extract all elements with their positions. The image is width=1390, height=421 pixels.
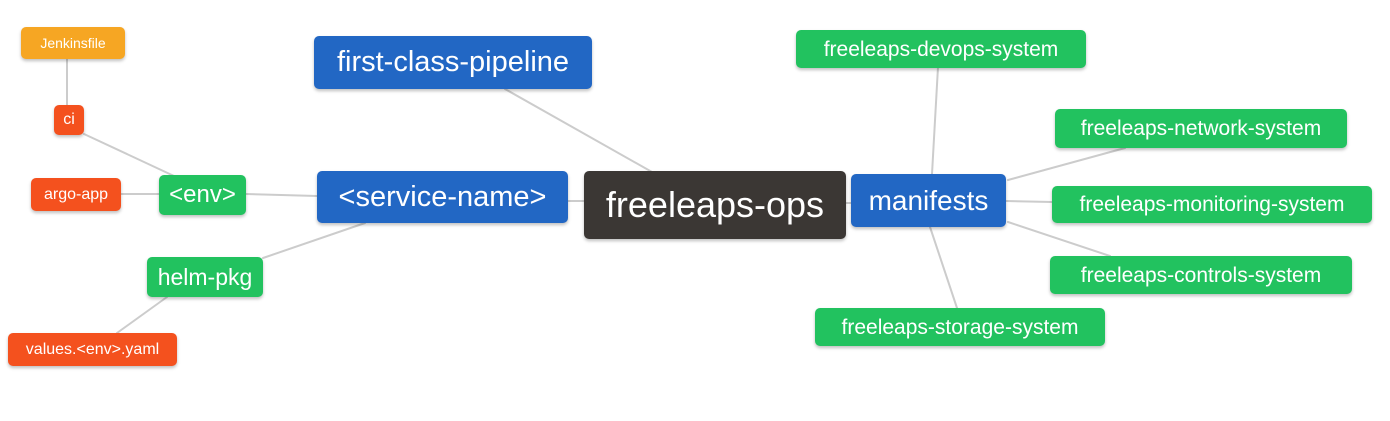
node-env[interactable]: <env> [159,175,246,215]
node-freeleaps-monitoring-system-label: freeleaps-monitoring-system [1079,193,1345,216]
node-freeleaps-devops-system[interactable]: freeleaps-devops-system [796,30,1086,68]
edge-first_class_pipeline-to-freeleaps_ops [504,88,653,173]
node-jenkinsfile-label: Jenkinsfile [40,35,106,51]
node-freeleaps-controls-system[interactable]: freeleaps-controls-system [1050,256,1352,294]
node-ci-label: ci [63,111,75,128]
edge-manifests-to-network_system [1007,147,1126,181]
node-env-label: <env> [169,181,236,208]
node-freeleaps-network-system-label: freeleaps-network-system [1080,117,1322,140]
node-jenkinsfile[interactable]: Jenkinsfile [21,27,125,59]
node-first-class-pipeline-label: first-class-pipeline [336,46,570,78]
edge-manifests-to-controls_system [1007,221,1111,257]
node-service-name-label: <service-name> [338,180,547,213]
edge-manifests-to-devops_system [931,66,939,175]
node-argo-app-label: argo-app [43,185,109,203]
node-freeleaps-ops-label: freeleaps-ops [605,184,825,225]
node-freeleaps-controls-system-label: freeleaps-controls-system [1080,263,1322,287]
node-freeleaps-storage-system-label: freeleaps-storage-system [841,315,1079,339]
node-helm-pkg-label: helm-pkg [157,263,253,290]
node-freeleaps-storage-system[interactable]: freeleaps-storage-system [815,308,1105,346]
node-freeleaps-network-system[interactable]: freeleaps-network-system [1055,109,1347,148]
node-values-env-yaml[interactable]: values.<env>.yaml [8,333,177,366]
node-freeleaps-devops-system-label: freeleaps-devops-system [823,37,1059,61]
node-helm-pkg[interactable]: helm-pkg [147,257,263,297]
node-ci[interactable]: ci [54,105,84,135]
edge-manifests-to-monitoring_system [1005,200,1053,203]
node-values-env-yaml-label: values.<env>.yaml [25,340,160,358]
node-freeleaps-ops-root[interactable]: freeleaps-ops [584,171,846,239]
node-manifests[interactable]: manifests [851,174,1006,227]
node-service-name[interactable]: <service-name> [317,171,568,223]
edge-manifests-to-storage_system [929,226,958,309]
edge-env-to-service_name [245,193,318,197]
edge-helm_pkg-to-service_name [262,222,366,259]
node-argo-app[interactable]: argo-app [31,178,121,211]
node-manifests-label: manifests [868,184,989,216]
edge-values_env_yaml-to-helm_pkg [116,296,168,334]
node-freeleaps-monitoring-system[interactable]: freeleaps-monitoring-system [1052,186,1372,223]
node-first-class-pipeline[interactable]: first-class-pipeline [314,36,592,89]
edge-ci-to-env [83,133,175,177]
